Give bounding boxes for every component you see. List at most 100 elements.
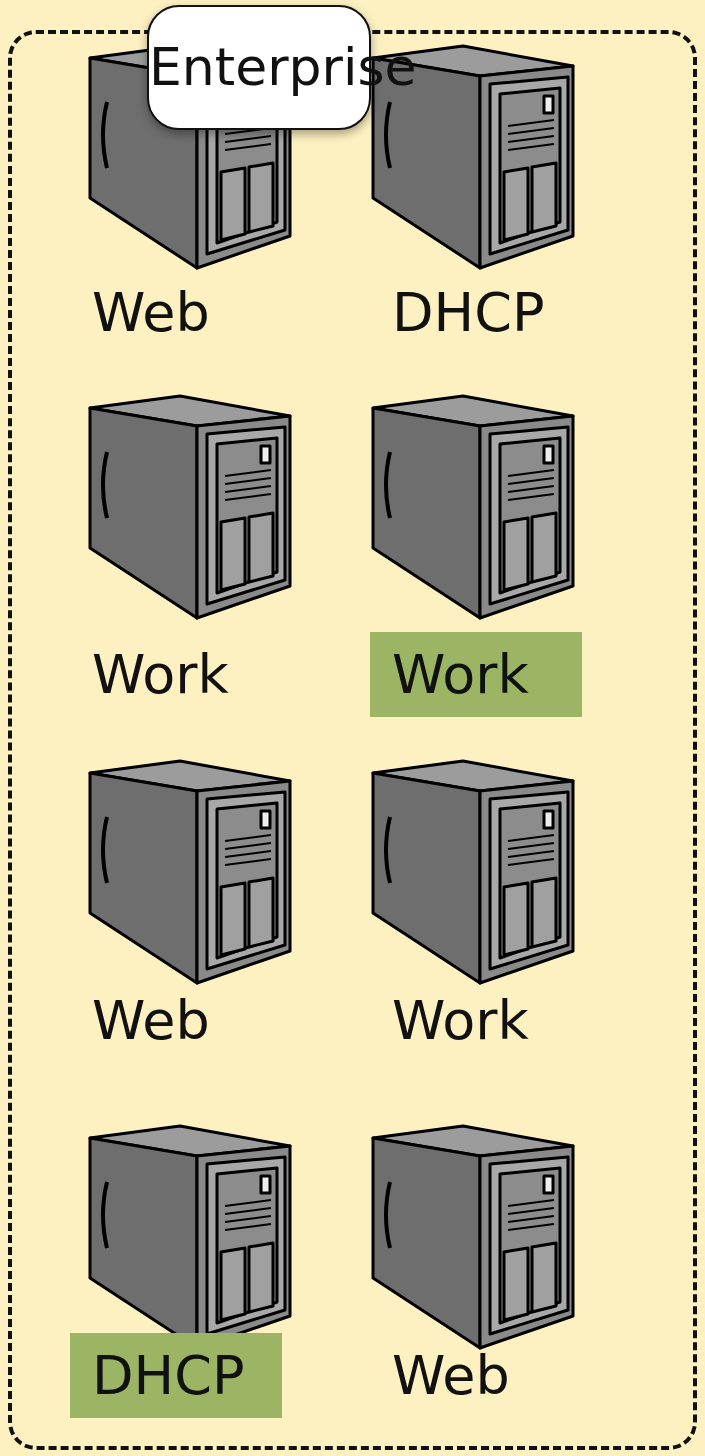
server-part: [386, 817, 390, 883]
server-part: [197, 1146, 290, 1348]
server-part: [480, 66, 573, 268]
server-node: DHCP: [368, 40, 600, 356]
server-part: [225, 859, 271, 865]
server-part: [221, 883, 245, 955]
server-part: [103, 1182, 107, 1248]
server-part: [225, 843, 271, 849]
server-part: [249, 163, 273, 232]
server-part: [197, 66, 290, 268]
server-part: [217, 1168, 277, 1323]
server-part: [225, 494, 271, 500]
server-part: [504, 168, 528, 240]
server-part: [508, 120, 554, 126]
server-part: [480, 1146, 573, 1348]
server-part: [508, 1216, 554, 1222]
server-part: [221, 518, 245, 590]
server-part: [386, 1182, 390, 1248]
server-part: [490, 1157, 568, 1334]
server-part: [508, 843, 554, 849]
server-icon: [368, 1120, 580, 1352]
server-node: DHCP: [70, 1120, 302, 1419]
server-part: [508, 851, 554, 857]
server-label: Web: [70, 978, 282, 1063]
server-part: [373, 773, 480, 983]
server-part: [225, 835, 271, 841]
server-label: Work: [70, 632, 282, 717]
server-part: [508, 859, 554, 865]
server-part: [225, 128, 271, 134]
server-part: [532, 1243, 556, 1312]
server-node: Work: [368, 390, 600, 718]
server-icon: [85, 755, 297, 987]
server-node: Work: [368, 755, 600, 1064]
server-part: [217, 88, 277, 243]
group-title: Enterprise: [147, 5, 371, 130]
server-part: [90, 1138, 197, 1348]
server-part: [490, 427, 568, 604]
server-part: [544, 96, 553, 113]
server-label: DHCP: [370, 270, 582, 355]
server-part: [500, 803, 560, 958]
server-part: [500, 1168, 560, 1323]
highlighted-label: Work: [370, 632, 582, 717]
server-part: [373, 58, 480, 268]
server-part: [197, 781, 290, 983]
server-shape: [373, 396, 573, 618]
server-part: [217, 438, 277, 593]
server-label: Work: [370, 978, 582, 1063]
server-part: [225, 470, 271, 476]
highlighted-label: DHCP: [70, 1333, 282, 1418]
server-part: [508, 1200, 554, 1206]
server-part: [103, 817, 107, 883]
server-part: [221, 1248, 245, 1320]
server-part: [197, 416, 290, 618]
server-part: [225, 478, 271, 484]
server-part: [386, 452, 390, 518]
server-part: [225, 144, 271, 150]
server-icon: [85, 390, 297, 622]
server-part: [261, 446, 270, 463]
server-part: [207, 1157, 285, 1334]
enterprise-group: EnterpriseWebDHCPWorkWorkWebWorkDHCPWeb: [8, 30, 697, 1450]
server-part: [261, 811, 270, 828]
server-part: [90, 773, 197, 983]
server-part: [480, 781, 573, 983]
server-part: [508, 144, 554, 150]
server-icon: [368, 755, 580, 987]
server-part: [225, 1216, 271, 1222]
server-part: [90, 408, 197, 618]
server-shape: [90, 396, 290, 618]
server-part: [500, 88, 560, 243]
server-icon: [368, 390, 580, 622]
server-part: [373, 1138, 480, 1348]
server-shape: [373, 46, 573, 268]
server-part: [225, 1224, 271, 1230]
server-part: [490, 792, 568, 969]
server-part: [207, 77, 285, 254]
server-part: [386, 102, 390, 168]
server-part: [225, 120, 271, 126]
server-part: [490, 77, 568, 254]
server-icon: [85, 1120, 297, 1352]
server-node: Web: [368, 1120, 600, 1419]
server-part: [207, 792, 285, 969]
server-node: Web: [70, 755, 302, 1064]
server-part: [225, 1200, 271, 1206]
server-part: [504, 1248, 528, 1320]
server-shape: [373, 1126, 573, 1348]
server-part: [544, 1176, 553, 1193]
server-label: Web: [70, 270, 282, 355]
server-part: [103, 102, 107, 168]
server-part: [103, 452, 107, 518]
server-part: [508, 486, 554, 492]
server-part: [500, 438, 560, 593]
server-part: [508, 478, 554, 484]
server-part: [504, 883, 528, 955]
server-part: [508, 136, 554, 142]
server-part: [207, 427, 285, 604]
server-part: [532, 163, 556, 232]
server-shape: [90, 46, 290, 268]
server-part: [249, 1243, 273, 1312]
server-part: [225, 1208, 271, 1214]
server-part: [508, 494, 554, 500]
